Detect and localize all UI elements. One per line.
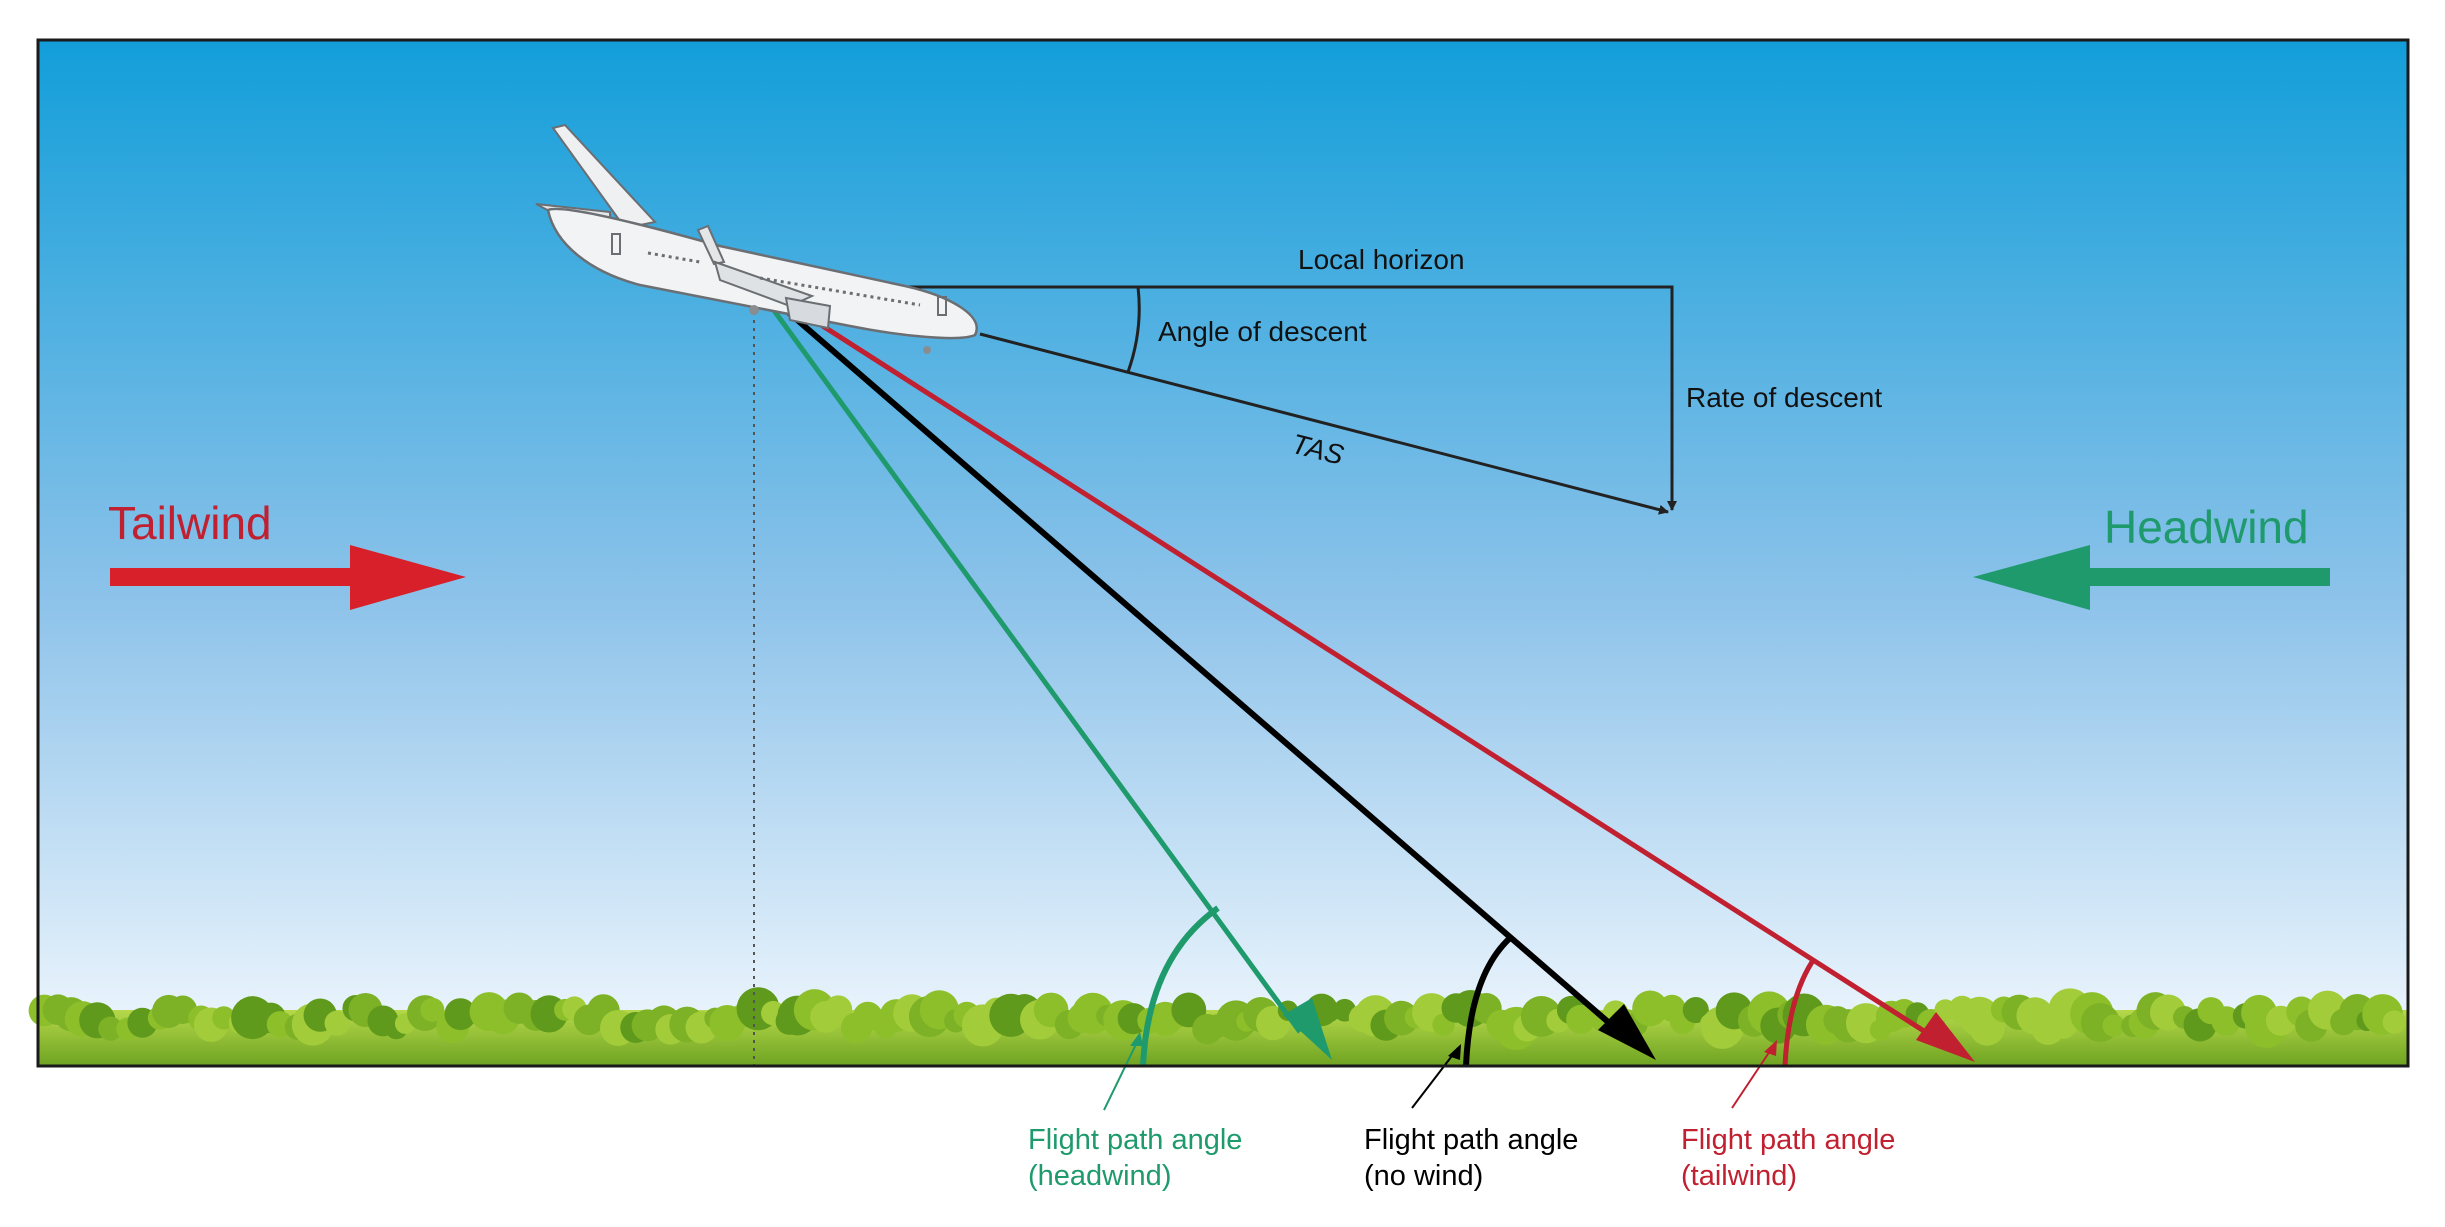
caption-no-wind-line2: (no wind) (1364, 1160, 1484, 1192)
tailwind-label: Tailwind (108, 497, 272, 549)
bush-tuft (1566, 1004, 1596, 1034)
bush-tuft (324, 1010, 350, 1036)
arrowhead-headwind (1283, 998, 1332, 1060)
tailwind-arrow (110, 545, 466, 610)
tas-vector (979, 332, 1669, 515)
aircraft (535, 123, 978, 354)
angle-arc-headwind (1140, 905, 1220, 1067)
bush-tuft (420, 997, 445, 1022)
arrowhead-no-wind (1598, 1004, 1656, 1060)
sky-background (38, 40, 2408, 1066)
bush-tuft (444, 998, 477, 1031)
caption-tailwind: Flight path angle (tailwind) (1681, 1122, 1895, 1194)
bush-tuft (1682, 996, 1709, 1024)
caption-tailwind-line2: (tailwind) (1681, 1160, 1798, 1192)
diagram-frame (36, 38, 2410, 1068)
leader-headwind (1103, 1035, 1141, 1111)
angle-arc-tailwind (1782, 960, 1815, 1067)
rate-of-descent-label: Rate of descent (1686, 382, 1883, 413)
caption-headwind-line2: (headwind) (1028, 1160, 1172, 1192)
local-horizon-label: Local horizon (1298, 244, 1465, 275)
caption-tailwind-line1: Flight path angle (1681, 1124, 1896, 1156)
caption-headwind-line1: Flight path angle (1028, 1124, 1243, 1156)
vegetation-strip (28, 987, 2408, 1066)
local-horizon-line (900, 285, 1677, 511)
leader-no-wind (1411, 1047, 1459, 1109)
bush-tuft (98, 1016, 123, 1041)
bush-tuft (824, 995, 853, 1024)
headwind-label: Headwind (2104, 501, 2309, 553)
bush-tuft (2102, 1014, 2125, 1037)
flight-path-tailwind (788, 302, 1940, 1043)
caption-headwind: Flight path angle (headwind) (1028, 1122, 1242, 1194)
angle-of-descent-arc (1126, 286, 1141, 373)
caption-no-wind: Flight path angle (no wind) (1364, 1122, 1578, 1194)
bush-tuft (2382, 1010, 2407, 1034)
angle-of-descent-label: Angle of descent (1158, 316, 1367, 347)
headwind-arrow (1973, 545, 2330, 610)
angle-arc-no-wind (1463, 935, 1513, 1067)
flight-path-no-wind (778, 302, 1624, 1037)
bush-tuft (1632, 990, 1668, 1027)
caption-no-wind-line1: Flight path angle (1364, 1124, 1579, 1156)
arrowhead-tailwind (1916, 1012, 1975, 1062)
leader-tailwind (1731, 1044, 1775, 1109)
